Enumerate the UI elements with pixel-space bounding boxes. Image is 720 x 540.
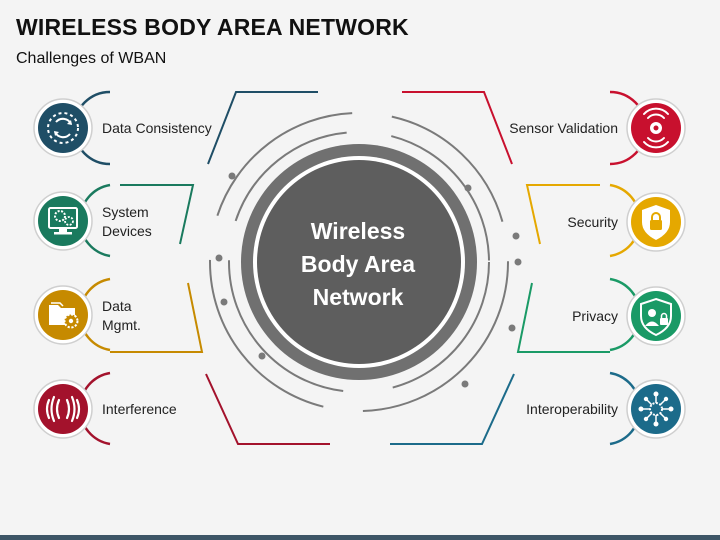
right-item-label: Sensor Validation — [509, 120, 618, 136]
center-line-1: Wireless — [310, 218, 406, 244]
center-line-2: Body Area — [300, 251, 416, 277]
right-item-privacy: Privacy — [572, 307, 618, 326]
left-item-label: Data Consistency — [102, 120, 212, 136]
concentric-rings — [209, 112, 509, 412]
left-item-label: Mgmt. — [102, 317, 141, 333]
left-item-data-mgmt: Data Mgmt. — [102, 297, 141, 335]
right-item-label: Interoperability — [526, 401, 618, 417]
connector-lines — [110, 91, 610, 445]
left-item-label: Interference — [102, 401, 177, 417]
ring-dots — [215, 172, 522, 388]
left-item-data-consistency: Data Consistency — [102, 119, 212, 138]
page-title: WIRELESS BODY AREA NETWORK — [16, 14, 409, 40]
left-item-interference: Interference — [102, 400, 177, 419]
network-hub-icon — [626, 379, 686, 439]
center-line-3: Network — [312, 284, 404, 310]
left-item-label: Devices — [102, 223, 152, 239]
page-subtitle: Challenges of WBAN — [16, 50, 167, 67]
right-item-interoperability: Interoperability — [526, 400, 618, 419]
left-item-system-devices: System Devices — [102, 203, 152, 241]
shield-user-lock-icon — [626, 286, 686, 346]
left-item-label: Data — [102, 298, 132, 314]
center-title: Wireless Body Area Network — [258, 215, 458, 314]
shield-lock-icon — [626, 192, 686, 252]
center-inner-disc — [257, 160, 461, 364]
right-item-security: Security — [567, 213, 618, 232]
bottom-bar — [0, 535, 720, 540]
right-item-sensor-validation: Sensor Validation — [509, 119, 618, 138]
data-sync-icon — [33, 98, 93, 158]
sensor-broadcast-icon — [626, 98, 686, 158]
right-item-label: Privacy — [572, 308, 618, 324]
computer-gear-icon — [33, 191, 93, 251]
signal-waves-icon — [33, 379, 93, 439]
folder-gear-icon — [33, 285, 93, 345]
left-item-label: System — [102, 204, 149, 220]
right-item-label: Security — [567, 214, 618, 230]
